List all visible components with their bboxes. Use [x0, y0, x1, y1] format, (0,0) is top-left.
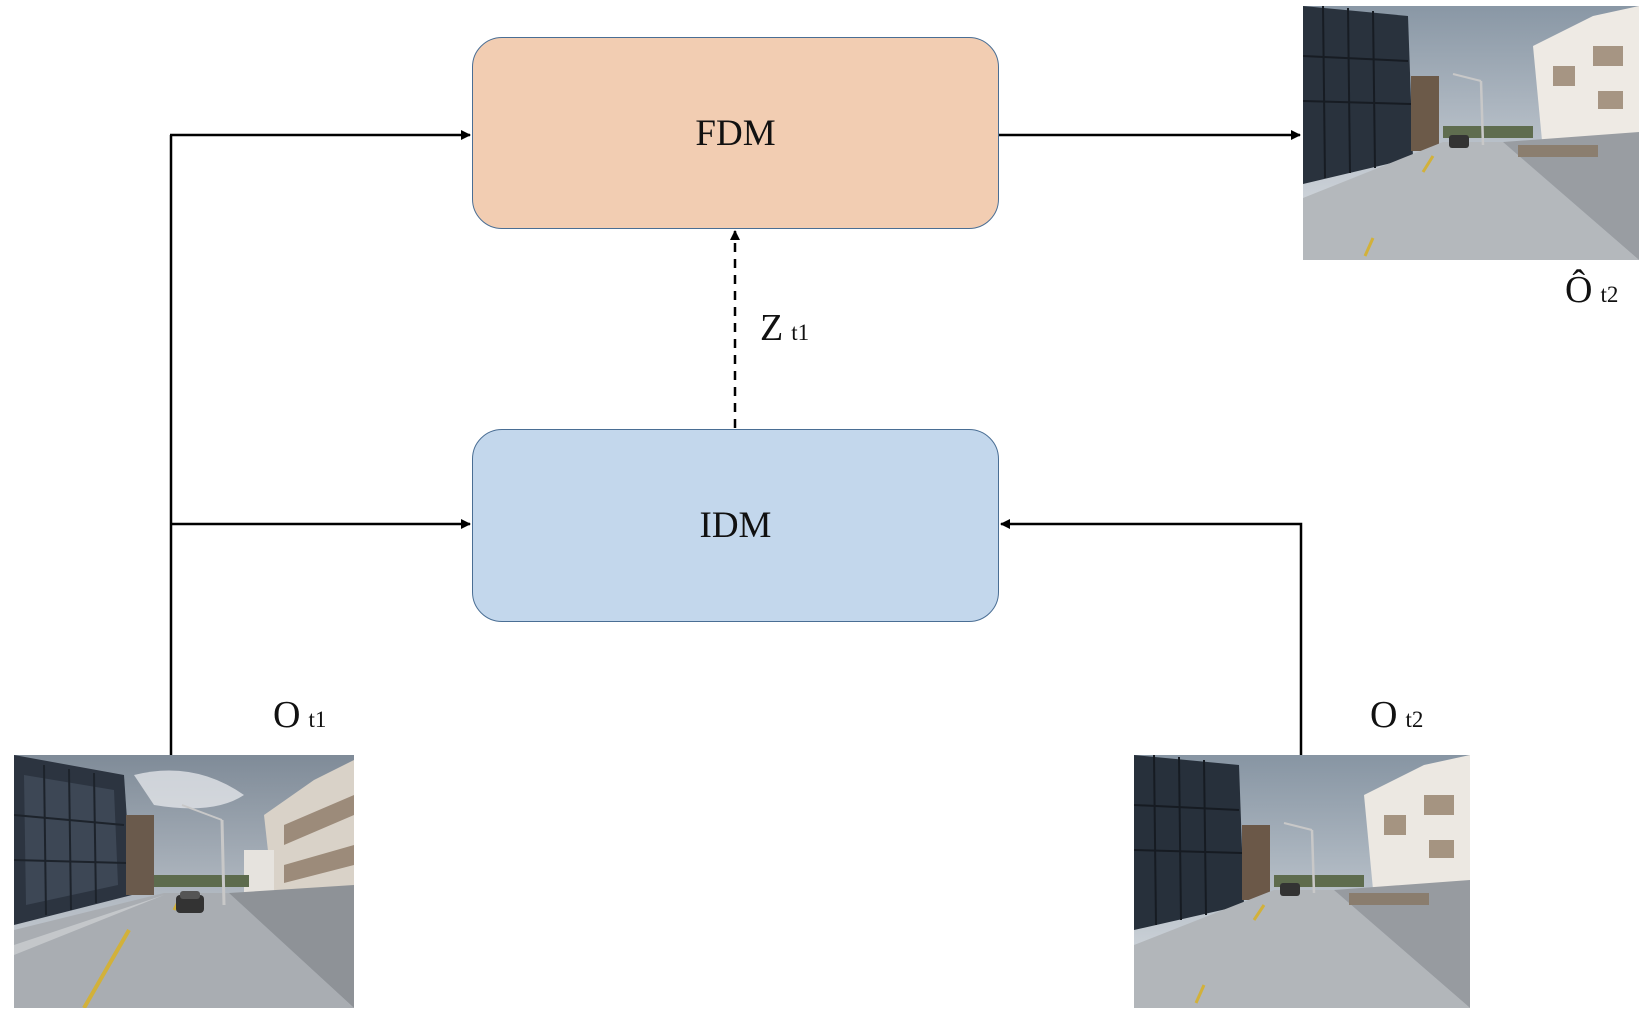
idm-box: IDM	[472, 429, 999, 622]
idm-label: IDM	[699, 505, 772, 546]
latent-z-subscript: t1	[791, 320, 810, 345]
observation-t1-image	[14, 755, 354, 1008]
observation-t1-symbol: O	[273, 694, 301, 736]
observation-t1-subscript: t1	[308, 707, 327, 732]
predicted-observation-subscript: t2	[1600, 282, 1619, 307]
latent-z-symbol: Z	[760, 307, 784, 349]
observation-t2-image	[1134, 755, 1470, 1008]
street-scene-image	[1134, 755, 1470, 1008]
observation-t2-symbol: O	[1370, 694, 1398, 736]
street-scene-image	[14, 755, 354, 1008]
street-scene-image	[1303, 6, 1639, 260]
fdm-label: FDM	[695, 112, 776, 154]
predicted-observation-symbol: Ô	[1565, 269, 1593, 311]
predicted-observation-image	[1303, 6, 1639, 260]
observation-t2-subscript: t2	[1405, 707, 1424, 732]
fdm-box: FDM	[472, 37, 999, 229]
ot2-to-idm-arrow	[1000, 519, 1303, 755]
